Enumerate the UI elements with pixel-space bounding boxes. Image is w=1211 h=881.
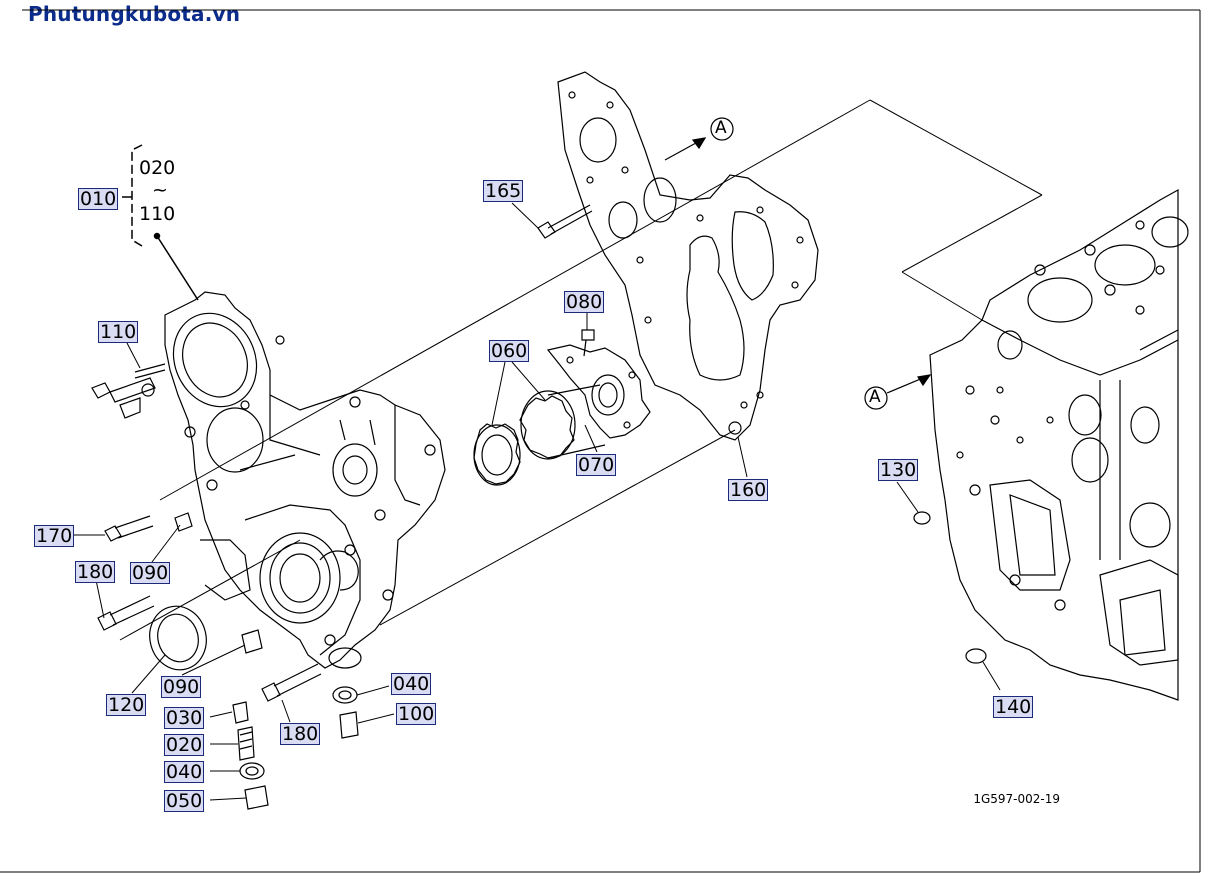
label-part-090-upper[interactable]: 090: [130, 562, 171, 584]
label-part-180-left[interactable]: 180: [75, 561, 116, 583]
watermark-logo-text: Phutungkubota.vn: [28, 2, 241, 26]
label-part-060[interactable]: 060: [489, 340, 530, 362]
small-parts: [91, 204, 987, 810]
leader-lines: [72, 202, 1001, 801]
label-part-165[interactable]: 165: [483, 180, 524, 202]
label-part-160[interactable]: 160: [728, 479, 769, 501]
label-part-040-lower[interactable]: 040: [164, 761, 205, 783]
label-part-100[interactable]: 100: [396, 703, 437, 725]
label-part-140[interactable]: 140: [993, 696, 1034, 718]
label-part-130[interactable]: 130: [878, 459, 919, 481]
label-part-090-lower[interactable]: 090: [161, 676, 202, 698]
label-part-180-right[interactable]: 180: [280, 723, 321, 745]
label-range-separator: ~: [152, 179, 168, 201]
label-part-020[interactable]: 020: [164, 734, 205, 756]
drawing-code: 1G597-002-19: [973, 792, 1060, 806]
group-bracket: [122, 144, 199, 301]
label-part-050[interactable]: 050: [164, 790, 205, 812]
label-part-070[interactable]: 070: [576, 454, 617, 476]
label-part-170[interactable]: 170: [34, 525, 75, 547]
label-020-range-start: 020: [139, 157, 176, 179]
gear-case-drawing: [164, 291, 446, 669]
label-110-range-end: 110: [139, 203, 176, 225]
label-part-080[interactable]: 080: [564, 291, 605, 313]
label-010[interactable]: 010: [78, 188, 119, 210]
marker-a-top: A: [715, 118, 727, 138]
label-part-030[interactable]: 030: [164, 707, 205, 729]
arrow-markers: [664, 117, 932, 410]
label-part-040-upper[interactable]: 040: [391, 673, 432, 695]
label-part-110[interactable]: 110: [98, 321, 139, 343]
label-part-120[interactable]: 120: [106, 694, 147, 716]
guide-lines: [119, 99, 1043, 641]
engine-block-drawing: [929, 188, 1189, 701]
gasket-plate-drawing: [557, 71, 819, 441]
marker-a-left: A: [869, 387, 881, 407]
